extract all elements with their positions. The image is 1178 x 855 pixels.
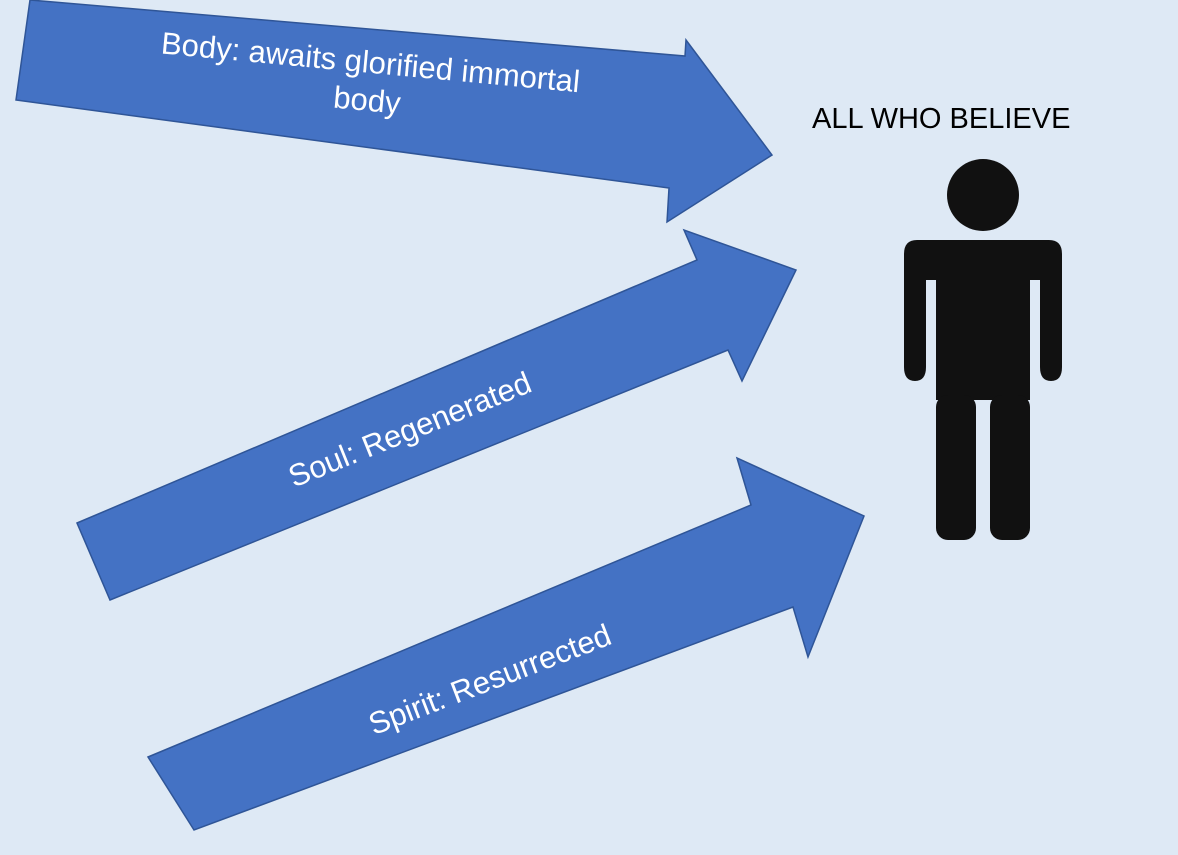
person-left-leg bbox=[936, 395, 976, 540]
person-torso-arms bbox=[904, 240, 1062, 400]
figure-title: ALL WHO BELIEVE bbox=[812, 103, 1071, 135]
arrow-spirit-shape bbox=[146, 456, 865, 831]
arrow-body: Body: awaits glorified immortal body bbox=[15, 0, 774, 224]
person-right-leg bbox=[990, 395, 1030, 540]
arrow-soul-shape bbox=[76, 228, 798, 601]
arrow-body-shape bbox=[15, 0, 774, 224]
arrow-body-label-line2: body bbox=[332, 80, 403, 121]
person-icon bbox=[904, 159, 1062, 540]
person-head bbox=[947, 159, 1019, 231]
